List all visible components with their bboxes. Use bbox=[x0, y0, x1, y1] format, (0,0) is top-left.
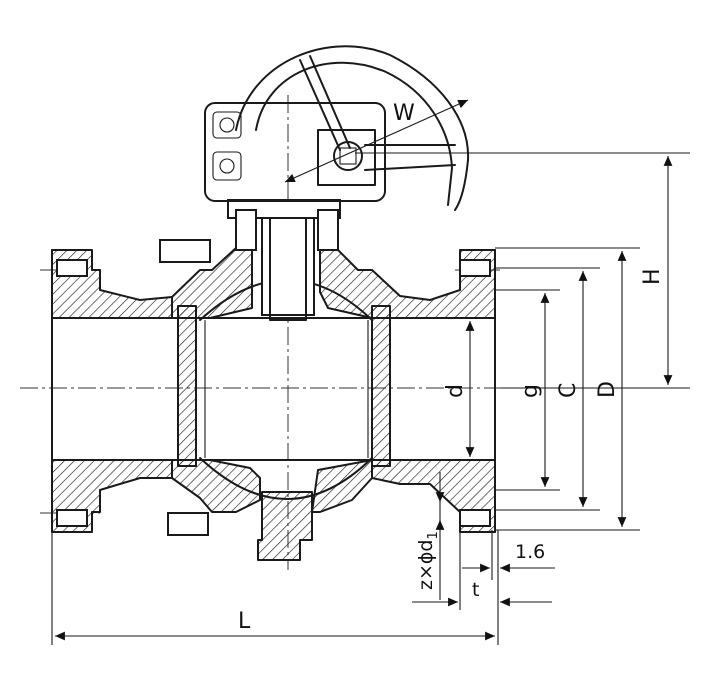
label-bolt-holes-sub: 1 bbox=[426, 531, 441, 539]
extension-lines bbox=[460, 247, 640, 531]
dim-H: H bbox=[355, 152, 690, 389]
dim-g: g bbox=[518, 293, 550, 487]
label-t: t bbox=[472, 579, 479, 601]
stem-assembly bbox=[159, 199, 341, 536]
label-bolt-holes-main: z×ϕd bbox=[415, 540, 437, 591]
label-d: d bbox=[443, 384, 468, 398]
label-C: C bbox=[556, 383, 581, 398]
dim-d: d bbox=[443, 321, 475, 457]
label-H: H bbox=[640, 268, 665, 285]
dim-bolt-holes: z×ϕd1 bbox=[415, 472, 445, 600]
dim-C: C bbox=[556, 271, 588, 507]
flange-bolts bbox=[56, 259, 491, 527]
dim-t: t bbox=[412, 532, 552, 610]
valve-body-section bbox=[51, 247, 496, 561]
label-D: D bbox=[595, 381, 620, 398]
gear-operator bbox=[204, 45, 470, 211]
label-bolt-holes: z×ϕd1 bbox=[415, 531, 441, 590]
label-L: L bbox=[238, 609, 251, 634]
label-raised-face: 1.6 bbox=[515, 541, 545, 563]
dim-W: W bbox=[284, 99, 469, 183]
label-g: g bbox=[518, 384, 543, 398]
dim-L: L bbox=[51, 532, 499, 645]
dim-raised-face: 1.6 bbox=[462, 530, 555, 610]
flow-bore bbox=[51, 249, 496, 533]
dim-D: D bbox=[595, 250, 627, 527]
label-W: W bbox=[393, 101, 415, 126]
